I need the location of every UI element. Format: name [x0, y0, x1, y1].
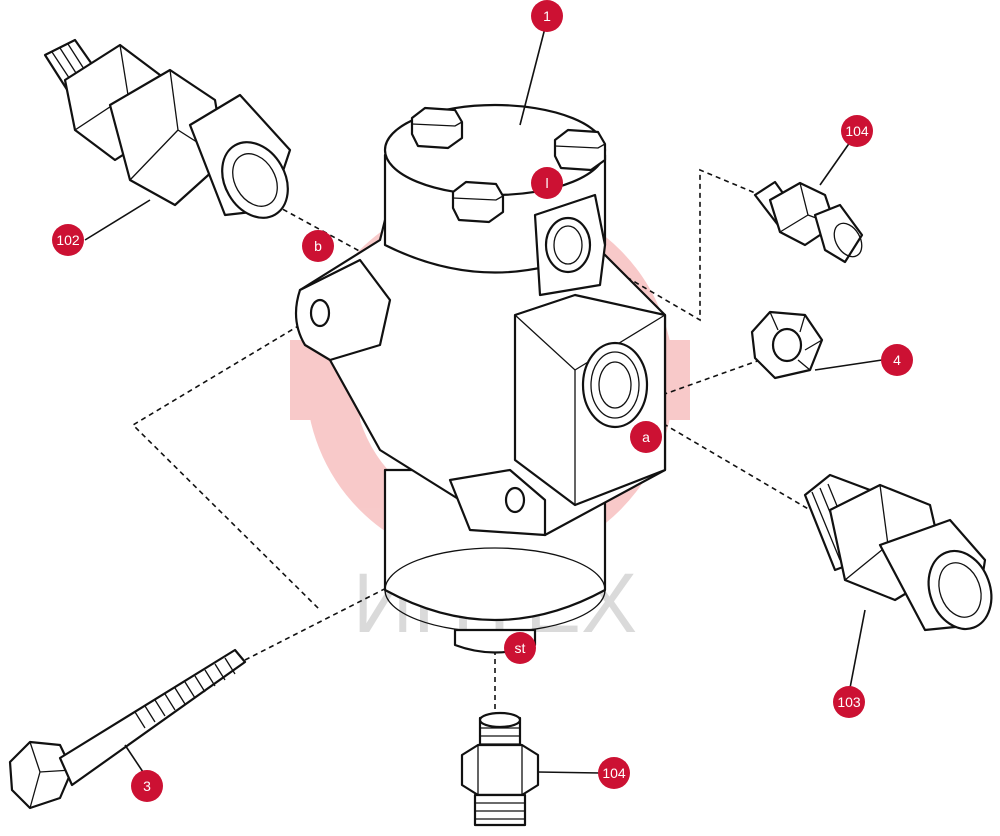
callout-102: 102: [52, 224, 84, 256]
top-bolts: [410, 106, 607, 224]
fitting-104-upper: [753, 180, 864, 264]
svg-text:103: 103: [837, 694, 861, 710]
callout-st: st: [504, 632, 536, 664]
valve-body: [294, 103, 667, 654]
callout-3: 3: [131, 770, 163, 802]
nut-4: [750, 310, 824, 380]
svg-text:3: 3: [143, 778, 151, 794]
svg-text:1: 1: [543, 8, 551, 24]
svg-text:l: l: [545, 175, 548, 191]
svg-text:b: b: [314, 238, 322, 254]
bolt-thread: [134, 657, 236, 729]
svg-text:102: 102: [56, 232, 80, 248]
svg-text:104: 104: [602, 765, 626, 781]
callout-l: l: [531, 167, 563, 199]
callout-4: 4: [881, 344, 913, 376]
callout-a: a: [630, 421, 662, 453]
svg-text:a: a: [642, 429, 650, 445]
fitting-104-lower: [460, 711, 540, 827]
svg-text:4: 4: [893, 352, 901, 368]
callout-1: 1: [531, 0, 563, 32]
svg-text:104: 104: [845, 123, 869, 139]
callout-b: b: [302, 230, 334, 262]
bolt-3: [8, 648, 247, 810]
assembly-guide-lines: [131, 168, 811, 710]
svg-text:st: st: [515, 640, 526, 656]
callout-104-lower: 104: [598, 757, 630, 789]
callout-103: 103: [833, 686, 865, 718]
union-fitting-103: [803, 473, 993, 632]
union-fitting-102: [43, 38, 292, 219]
callout-104-upper: 104: [841, 115, 873, 147]
leader-lines: [84, 27, 883, 776]
